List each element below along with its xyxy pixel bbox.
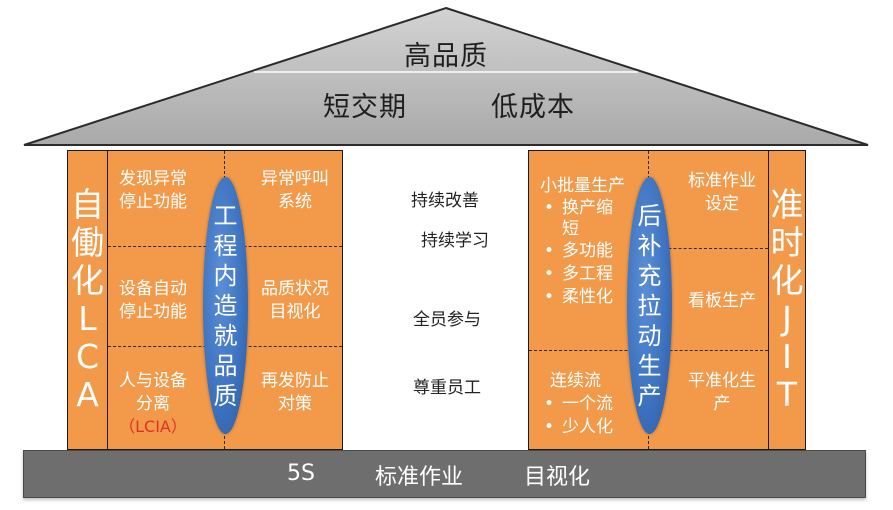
center-item: 全员参与 (413, 310, 481, 330)
left-cell-r3c1: 人与设备分离 （LCIA） (106, 370, 200, 437)
right-pillar-char: T (776, 374, 798, 414)
right-cell-leveling: 平准化生产 (688, 371, 756, 414)
left-pillar-char: L (78, 299, 97, 338)
roof-shape (23, 6, 869, 146)
lcia-note: （LCIA） (119, 416, 187, 436)
left-pillar-char: C (75, 336, 100, 376)
left-pillar-oval: 工 程 内 造 就 品 质 (203, 177, 248, 434)
left-pillar-label: 自 働 化 L C A (67, 150, 108, 450)
foundation-visual-management: 目视化 (524, 465, 591, 490)
right-cell-standard-work: 标准作业设定 (688, 171, 756, 214)
right-pillar-oval: 后 补 充 拉 动 生 产 (627, 177, 672, 434)
right-pillar-char: J (782, 299, 792, 338)
right-pillar-label: 准 时 化 J I T (768, 150, 806, 450)
left-cell-r3c2: 再发防止对策 (261, 371, 329, 414)
foundation-bar (23, 450, 866, 498)
right-cell-continuous-flow: 连续流 一个流 少人化 (540, 370, 640, 439)
left-pillar-char: 化 (71, 261, 104, 301)
foundation-5s: 5S (287, 461, 315, 486)
left-cell-r2c2: 品质状况目视化 (261, 279, 329, 322)
roof (23, 6, 869, 146)
left-cell-r1c1: 发现异常停止功能 (119, 169, 187, 212)
right-pillar-char: 化 (770, 261, 804, 301)
left-pillar-char: A (76, 374, 99, 414)
right-cell-kanban: 看板生产 (688, 291, 756, 311)
roof-bottom-left-text: 短交期 (323, 92, 407, 123)
left-pillar-char: 自 (71, 185, 104, 225)
right-pillar-char: 时 (770, 223, 804, 263)
foundation-standard-work: 标准作业 (375, 465, 464, 490)
right-pillar-char: 准 (770, 185, 804, 225)
center-item: 尊重员工 (413, 378, 481, 398)
left-cell-r2c1: 设备自动停止功能 (119, 279, 187, 322)
roof-top-text: 高品质 (404, 41, 488, 72)
right-pillar-char: I (782, 336, 792, 376)
center-item: 持续改善 (411, 191, 479, 211)
left-pillar-char: 働 (71, 223, 104, 263)
roof-bottom-right-text: 低成本 (491, 92, 575, 123)
right-grid-divider (648, 248, 768, 249)
center-item: 持续学习 (421, 231, 489, 251)
left-cell-r1c2: 异常呼叫系统 (261, 169, 329, 212)
